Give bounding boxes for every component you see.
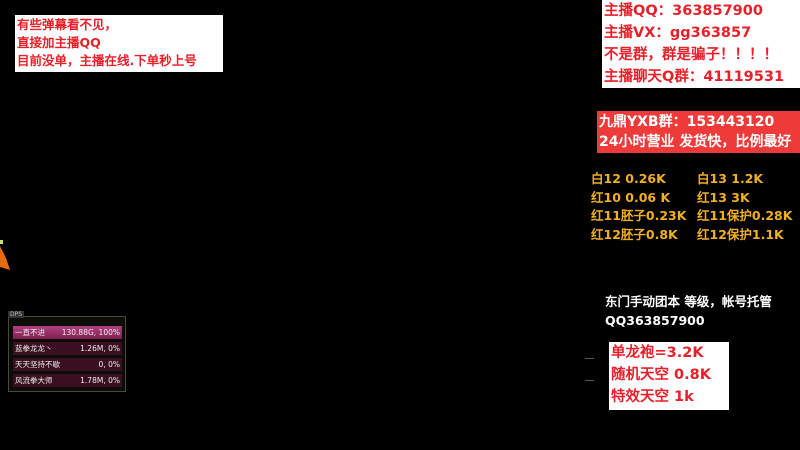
banner-line: 九鼎YXB群：153443120	[599, 114, 775, 130]
price-list: 白12 0.26K 白13 1.2K 红10 0.06 K 红13 3K 红11…	[591, 170, 800, 244]
service-line: QQ363857900	[605, 313, 705, 328]
contact-line: 不是群，群是骗子！！！！	[604, 47, 778, 63]
notice-line: 有些弹幕看不见，	[17, 17, 118, 32]
player-name: 一直不进	[15, 328, 45, 337]
price-item: 红11胚子0.23K	[591, 208, 687, 223]
contact-line: 主播聊天Q群：41119531	[604, 69, 785, 85]
game-character-fragment	[0, 246, 10, 270]
divider	[585, 380, 594, 381]
contact-line: 主播QQ：363857900	[604, 3, 763, 19]
item-price-box: 单龙袍=3.2K 随机天空 0.8K 特效天空 1k	[609, 342, 729, 410]
contact-box: 主播QQ：363857900 主播VX：gg363857 不是群，群是骗子！！！…	[602, 0, 800, 88]
banner-line: 24小时营业 发货快，比例最好	[599, 134, 792, 150]
player-name: 天天坚持不歇	[15, 360, 60, 369]
dps-value: 130.88G, 100%	[61, 328, 120, 337]
price-item: 红12保护1.1K	[697, 226, 784, 242]
dps-panel: 一直不进 130.88G, 100% 蓝拳龙龙丶 1.26M, 0% 天天坚持不歇 0…	[8, 316, 126, 392]
item-price: 随机天空 0.8K	[611, 367, 711, 383]
price-item: 红12胚子0.8K	[591, 226, 678, 242]
notice-line: 直接加主播QQ	[17, 35, 101, 50]
dps-value: 1.26M, 0%	[80, 344, 120, 353]
player-name: 蓝拳龙龙丶	[15, 344, 53, 353]
item-price: 特效天空 1k	[611, 389, 694, 405]
dps-row: 天天坚持不歇 0, 0%	[13, 358, 122, 371]
service-line: 东门手动团本 等级，帐号托管	[605, 294, 772, 309]
game-sprite-fragment	[0, 240, 3, 244]
price-item: 红10 0.06 K	[591, 189, 671, 205]
group-banner: 九鼎YXB群：153443120 24小时营业 发货快，比例最好	[597, 111, 800, 153]
player-name: 风流拳大师	[15, 376, 53, 385]
notice-line: 目前没单，主播在线.下单秒上号	[17, 53, 197, 68]
price-item: 红13 3K	[697, 189, 750, 205]
notice-box: 有些弹幕看不见， 直接加主播QQ 目前没单，主播在线.下单秒上号	[15, 15, 223, 72]
dps-row: 蓝拳龙龙丶 1.26M, 0%	[13, 342, 122, 355]
dps-row: 风流拳大师 1.78M, 0%	[13, 374, 122, 387]
dps-row: 一直不进 130.88G, 100%	[13, 326, 122, 339]
divider	[585, 358, 594, 359]
contact-line: 主播VX：gg363857	[604, 25, 752, 41]
price-item: 白12 0.26K	[591, 171, 666, 186]
dps-value: 1.78M, 0%	[80, 376, 120, 385]
item-price: 单龙袍=3.2K	[611, 345, 704, 361]
price-item: 白13 1.2K	[697, 171, 764, 186]
service-info: 东门手动团本 等级，帐号托管 QQ363857900	[605, 292, 772, 330]
price-item: 红11保护0.28K	[697, 208, 793, 223]
dps-value: 0, 0%	[98, 360, 120, 369]
dps-panel-title: DPS	[8, 311, 25, 318]
